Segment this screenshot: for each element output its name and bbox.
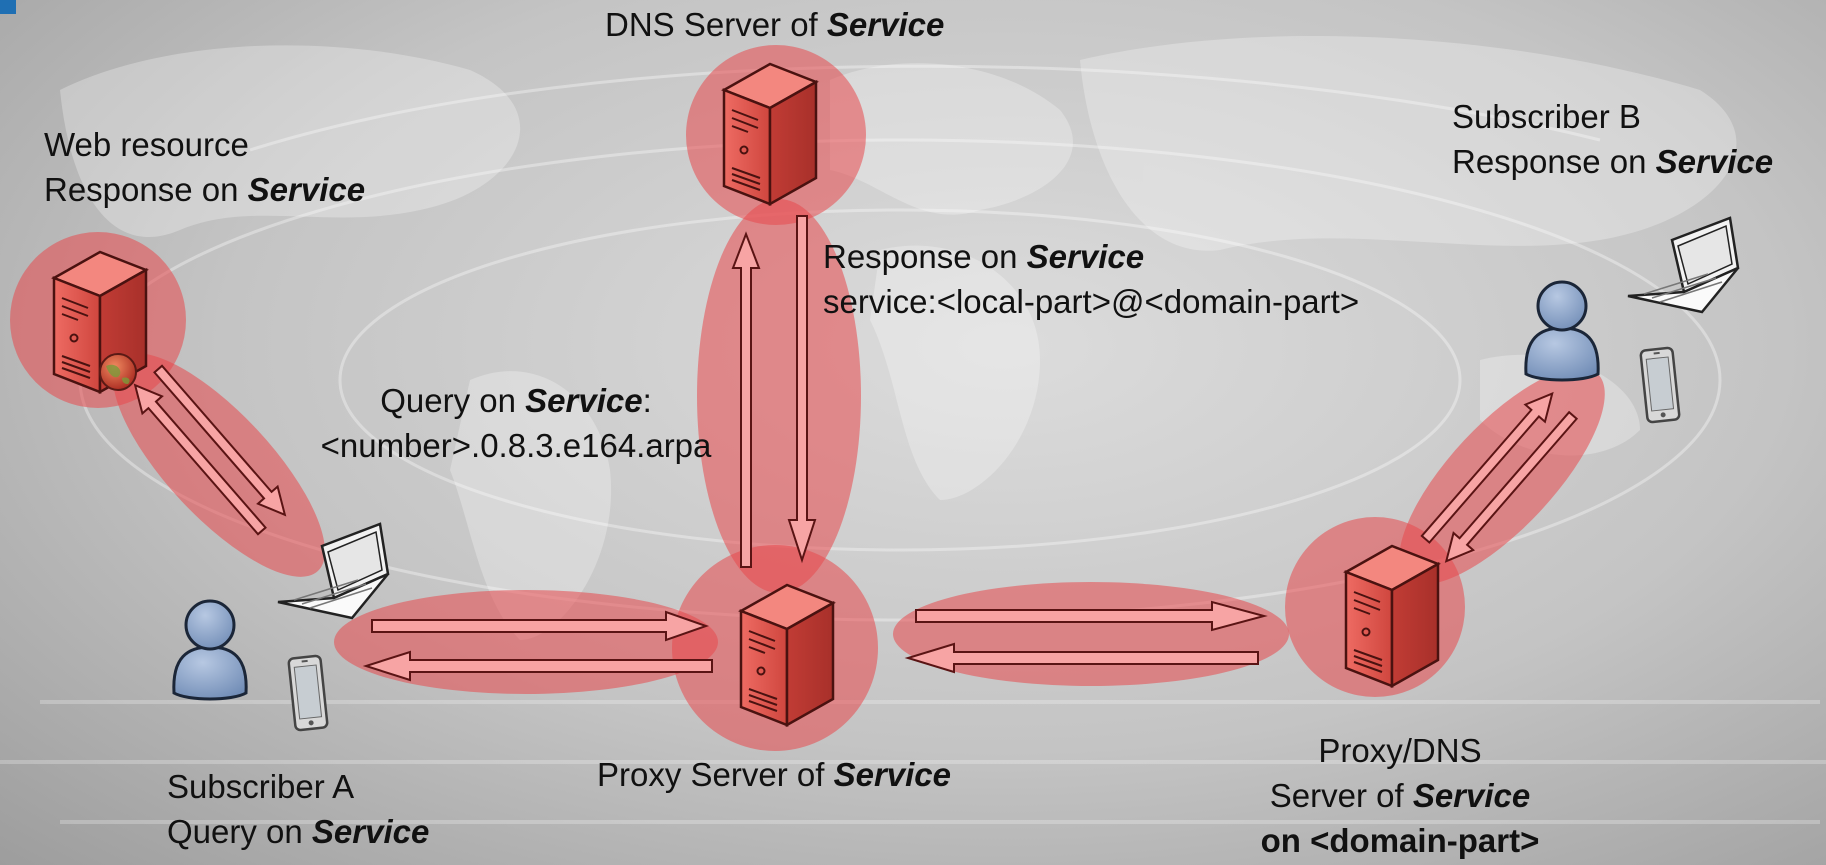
dns-server-label: DNS Server of Service	[605, 6, 945, 43]
subscriber-a-user-icon	[172, 599, 248, 701]
subscriber-a-label: Subscriber A Query on Service	[167, 768, 430, 850]
dns-link-highlight	[697, 199, 861, 593]
arrow-proxy-to-remote	[915, 600, 1268, 632]
arrow-laptop-to-web	[133, 383, 267, 536]
arrow-web-to-laptop	[153, 364, 287, 517]
arrow-proxy-to-client	[362, 650, 713, 682]
proxy-dns-server-icon	[1344, 544, 1440, 688]
subscriber-b-label: Subscriber B Response on Service	[1452, 98, 1774, 180]
arrow-subscriber-b-to-remote	[1444, 410, 1579, 563]
subscriber-b-user-icon	[1524, 280, 1600, 382]
proxy-server-label: Proxy Server of Service	[597, 756, 952, 793]
subscriber-b-link-highlight	[1399, 367, 1605, 585]
query-label: Query on Service: <number>.0.8.3.e164.ar…	[320, 382, 712, 464]
arrow-client-to-proxy	[371, 610, 710, 642]
arrow-dns-to-proxy	[787, 215, 817, 564]
dns-server-icon	[722, 62, 818, 206]
client-proxy-link-highlight	[334, 590, 718, 694]
proxy-dns-label: Proxy/DNS Server of Service on <domain-p…	[1260, 732, 1540, 859]
corner-accent	[0, 0, 16, 14]
subscriber-b-laptop-icon	[1626, 216, 1740, 314]
dns-response-label: Response on Service service:<local-part>…	[823, 238, 1360, 320]
web-resource-label: Web resource Response on Service	[44, 126, 366, 208]
arrow-remote-to-subscriber-b	[1420, 391, 1554, 544]
proxy-server-icon	[739, 583, 835, 727]
subscriber-b-tablet-icon	[1639, 346, 1681, 424]
arrow-proxy-to-dns	[731, 231, 761, 568]
globe-icon	[99, 353, 137, 391]
subscriber-a-tablet-icon	[287, 654, 329, 732]
web-link-highlight	[113, 353, 325, 577]
arrow-remote-to-proxy	[904, 642, 1259, 674]
